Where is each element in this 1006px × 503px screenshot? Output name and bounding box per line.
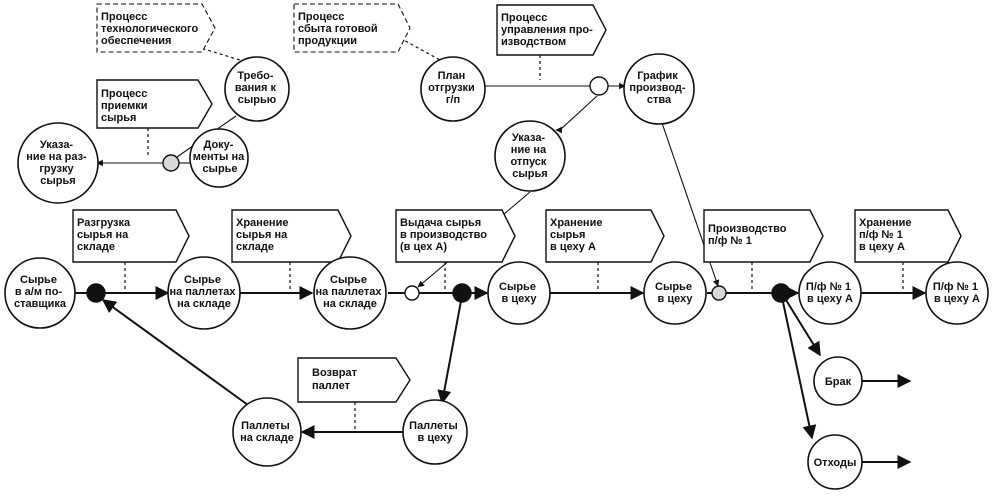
object-schedule-circle bbox=[623, 53, 695, 125]
object-plan-circle bbox=[420, 56, 486, 122]
object-shop2-circle bbox=[643, 261, 707, 325]
junction-info-docs bbox=[162, 154, 180, 172]
dash-sales-to-plan bbox=[399, 37, 441, 61]
object-defect-circle bbox=[813, 356, 863, 406]
object-supplier-circle bbox=[4, 257, 76, 329]
process-sales-shape bbox=[293, 3, 411, 53]
process-mgmt-shape bbox=[496, 4, 607, 56]
object-pallets-store-circle bbox=[232, 397, 302, 467]
junction-issue bbox=[452, 283, 472, 303]
process-store-shop-shape bbox=[545, 209, 665, 263]
process-store-wh-shape bbox=[231, 209, 352, 263]
process-tech-label: Процесс технологического обеспечения bbox=[101, 11, 201, 47]
object-pallets-shop-label: Паллеты в цеху bbox=[409, 420, 461, 444]
info-junction-to-release bbox=[555, 95, 598, 134]
object-pallets-wh-label: Сырье на паллетах на складе bbox=[169, 274, 238, 310]
junction-unload bbox=[86, 283, 106, 303]
object-pallets-wh2-label: Сырье на паллетах на складе bbox=[315, 274, 384, 310]
process-store-pf-shape bbox=[854, 209, 962, 263]
junction-production bbox=[771, 283, 791, 303]
object-shop1-label: Сырье в цеху bbox=[499, 281, 539, 305]
object-defect-label: Брак bbox=[825, 376, 852, 388]
object-circles bbox=[4, 53, 989, 490]
process-receive-shape bbox=[96, 79, 213, 129]
object-docs-label: Доку- менты на сырье bbox=[193, 139, 248, 175]
object-pf2-label: П/ф № 1 в цеху А bbox=[933, 281, 981, 305]
process-issue-shape bbox=[395, 209, 516, 263]
object-requirements-circle bbox=[224, 56, 290, 122]
flow-junction-to-pallets-shop bbox=[437, 300, 462, 405]
flow-junction-to-defect bbox=[785, 299, 821, 357]
object-shop1-circle bbox=[487, 261, 551, 325]
process-unload-shape bbox=[72, 209, 190, 263]
process-tech-shape bbox=[96, 3, 216, 53]
object-plan-label: План отгрузки г/п bbox=[428, 70, 478, 106]
process-store-shop-label: Хранение сырья в цеху А bbox=[550, 217, 606, 253]
object-supplier-label: Сырье в а/м по- ставщика bbox=[14, 274, 67, 310]
process-unload-label: Разгрузка сырья на складе bbox=[77, 217, 133, 253]
object-schedule-label: График производ- ства bbox=[629, 70, 688, 106]
flow-junction-to-waste bbox=[782, 301, 817, 440]
object-pallets-wh-circle bbox=[167, 256, 241, 330]
object-waste-label: Отходы bbox=[814, 457, 857, 469]
process-store-wh-label: Хранение сырья на складе bbox=[236, 217, 292, 253]
junction-production-gray bbox=[711, 285, 727, 301]
process-receive-label: Процесс приемки сырья bbox=[101, 88, 151, 124]
process-sales-label: Процесс сбыта готовой продукции bbox=[298, 11, 381, 47]
object-pf1-label: П/ф № 1 в цеху А bbox=[806, 281, 854, 305]
object-docs-circle bbox=[189, 128, 249, 188]
junctions bbox=[86, 76, 791, 303]
object-pallets-wh2-circle bbox=[313, 256, 387, 330]
process-production-shape bbox=[703, 209, 824, 263]
process-return-shape bbox=[297, 357, 411, 403]
process-mgmt-label: Процесс управления про- изводством bbox=[501, 12, 596, 48]
junction-issue-open bbox=[404, 285, 420, 301]
diagram-labels: Процесс технологического обеспечения Про… bbox=[14, 11, 981, 469]
object-pf2-circle bbox=[925, 261, 989, 325]
object-requirements-label: Требо- вания к сырью bbox=[235, 70, 279, 106]
object-pallets-shop-circle bbox=[402, 399, 468, 465]
material-flow-lines bbox=[75, 286, 927, 469]
object-pf1-circle bbox=[798, 261, 862, 325]
process-return-label: Возврат паллет bbox=[312, 367, 360, 392]
process-store-pf-label: Хранение п/ф № 1 в цеху А bbox=[859, 217, 915, 253]
object-release-label: Указа- ние на отпуск сырья bbox=[510, 132, 549, 180]
object-shop2-label: Сырье в цеху bbox=[655, 281, 695, 305]
object-waste-circle bbox=[807, 434, 863, 490]
process-production-label: Производство п/ф № 1 bbox=[708, 223, 790, 247]
process-issue-label: Выдача сырья в производство (в цех А) bbox=[400, 217, 490, 253]
object-unload-instr-circle bbox=[17, 122, 99, 204]
process-shapes bbox=[72, 3, 962, 403]
object-pallets-store-label: Паллеты на складе bbox=[240, 420, 294, 444]
object-release-circle bbox=[494, 120, 566, 192]
junction-info-plan bbox=[589, 76, 609, 96]
object-unload-instr-label: Указа- ние на раз- грузку сырья bbox=[26, 139, 90, 187]
flow-pallets-store-to-junction bbox=[101, 299, 249, 406]
